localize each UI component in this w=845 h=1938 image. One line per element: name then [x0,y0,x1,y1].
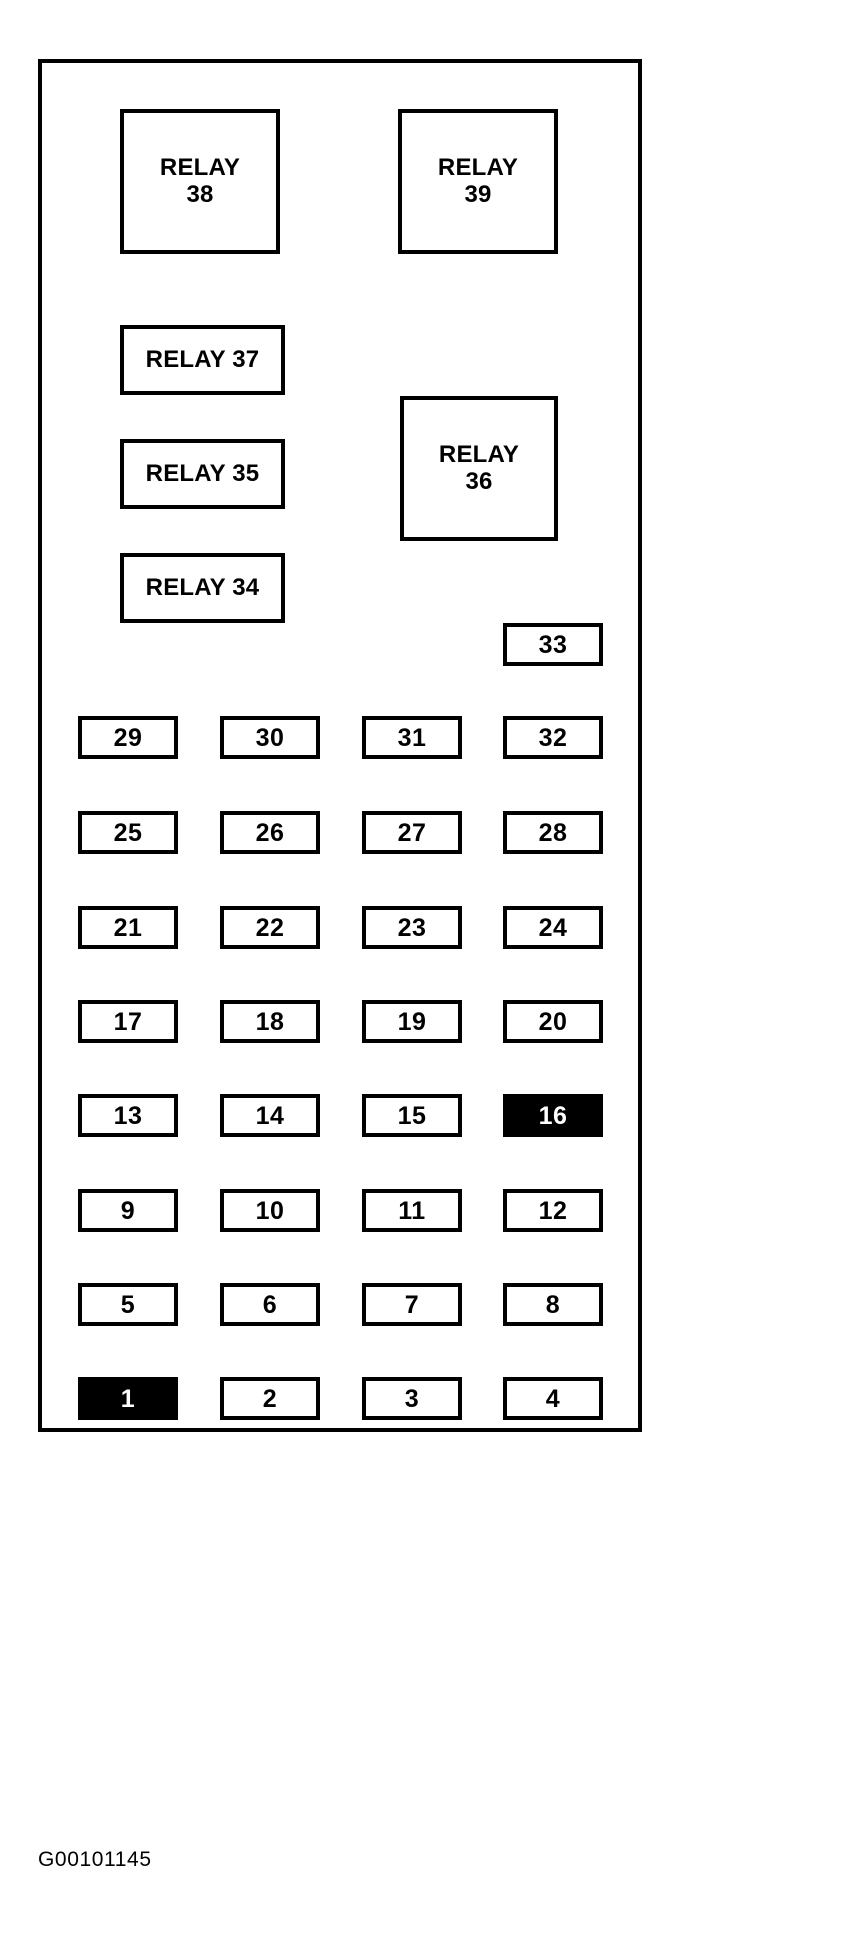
fuse-29-label: 29 [113,723,143,752]
relay-34-label-line1: RELAY 34 [145,573,260,601]
fuse-2-label: 2 [262,1384,278,1413]
fuse-10[interactable]: 10 [220,1189,320,1232]
fuse-21-label: 21 [113,913,143,942]
fuse-23-label: 23 [397,913,427,942]
fuse-1[interactable]: 1 [78,1377,178,1420]
relay-34[interactable]: RELAY 34 [120,553,285,623]
diagram-caption: G00101145 [38,1848,152,1871]
fuse-24[interactable]: 24 [503,906,603,949]
fuse-17-label: 17 [113,1007,143,1036]
fuse-27[interactable]: 27 [362,811,462,854]
fuse-26-label: 26 [255,818,285,847]
relay-37[interactable]: RELAY 37 [120,325,285,395]
fuse-22[interactable]: 22 [220,906,320,949]
fuse-26[interactable]: 26 [220,811,320,854]
fuse-13-label: 13 [113,1101,143,1130]
fuse-19[interactable]: 19 [362,1000,462,1043]
fuse-5-label: 5 [120,1290,136,1319]
relay-36-label-line2: 36 [465,467,493,495]
relay-35-label-line1: RELAY 35 [145,459,260,487]
fuse-28-label: 28 [538,818,568,847]
fuse-31-label: 31 [397,723,427,752]
fuse-6-label: 6 [262,1290,278,1319]
fuse-19-label: 19 [397,1007,427,1036]
relay-35[interactable]: RELAY 35 [120,439,285,509]
fuse-12-label: 12 [538,1196,568,1225]
fuse-15[interactable]: 15 [362,1094,462,1137]
fuse-3[interactable]: 3 [362,1377,462,1420]
fuse-8-label: 8 [545,1290,561,1319]
relay-39-label-line1: RELAY [437,153,519,181]
fuse-9[interactable]: 9 [78,1189,178,1232]
fuse-33[interactable]: 33 [503,623,603,666]
fuse-24-label: 24 [538,913,568,942]
fuse-20[interactable]: 20 [503,1000,603,1043]
fuse-7[interactable]: 7 [362,1283,462,1326]
fuse-2[interactable]: 2 [220,1377,320,1420]
fuse-27-label: 27 [397,818,427,847]
fuse-7-label: 7 [404,1290,420,1319]
fuse-33-label: 33 [538,630,568,659]
fuse-4[interactable]: 4 [503,1377,603,1420]
relay-36-label-line1: RELAY [438,440,520,468]
fuse-14-label: 14 [255,1101,285,1130]
relay-37-label-line1: RELAY 37 [145,345,260,373]
fuse-20-label: 20 [538,1007,568,1036]
fuse-32-label: 32 [538,723,568,752]
fuse-15-label: 15 [397,1101,427,1130]
fuse-4-label: 4 [545,1384,561,1413]
fuse-13[interactable]: 13 [78,1094,178,1137]
fuse-10-label: 10 [255,1196,285,1225]
fuse-5[interactable]: 5 [78,1283,178,1326]
fuse-21[interactable]: 21 [78,906,178,949]
fuse-30-label: 30 [255,723,285,752]
fuse-25[interactable]: 25 [78,811,178,854]
fuse-23[interactable]: 23 [362,906,462,949]
fuse-3-label: 3 [404,1384,420,1413]
fuse-14[interactable]: 14 [220,1094,320,1137]
fuse-18[interactable]: 18 [220,1000,320,1043]
fuse-12[interactable]: 12 [503,1189,603,1232]
fuse-6[interactable]: 6 [220,1283,320,1326]
fuse-30[interactable]: 30 [220,716,320,759]
relay-38-label-line2: 38 [186,180,214,208]
fuse-1-label: 1 [120,1384,136,1413]
fuse-11[interactable]: 11 [362,1189,462,1232]
fuse-17[interactable]: 17 [78,1000,178,1043]
fuse-9-label: 9 [120,1196,136,1225]
fuse-16-label: 16 [538,1101,568,1130]
fuse-32[interactable]: 32 [503,716,603,759]
fuse-28[interactable]: 28 [503,811,603,854]
relay-38-label-line1: RELAY [159,153,241,181]
fuse-22-label: 22 [255,913,285,942]
fuse-11-label: 11 [398,1196,426,1225]
fuse-8[interactable]: 8 [503,1283,603,1326]
fuse-31[interactable]: 31 [362,716,462,759]
relay-39-label-line2: 39 [464,180,492,208]
fuse-29[interactable]: 29 [78,716,178,759]
fuse-16[interactable]: 16 [503,1094,603,1137]
fuse-18-label: 18 [255,1007,285,1036]
fuse-25-label: 25 [113,818,143,847]
